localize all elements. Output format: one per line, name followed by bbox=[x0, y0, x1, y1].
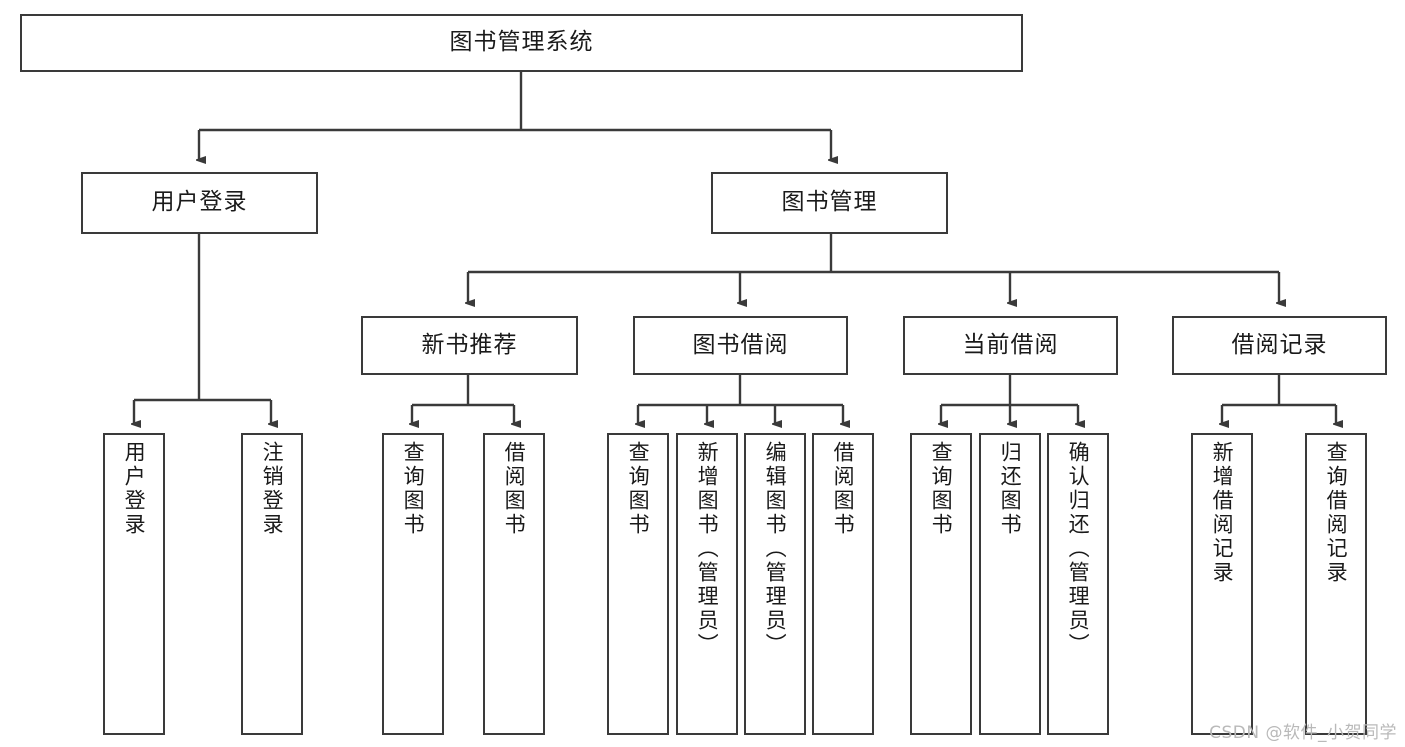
leaf-borrow-record-add[interactable]: 新增借阅记录 bbox=[1191, 433, 1253, 735]
node-book-borrow[interactable]: 图书借阅 bbox=[633, 316, 848, 375]
node-new-book-recommend-label: 新书推荐 bbox=[421, 331, 518, 358]
node-borrow-record-label: 借阅记录 bbox=[1231, 331, 1328, 358]
node-book-management-label: 图书管理 bbox=[781, 189, 878, 216]
leaf-label: 查询图书 bbox=[929, 441, 954, 537]
leaf-book-borrow-add[interactable]: 新增图书（管理员） bbox=[676, 433, 738, 735]
node-root[interactable]: 图书管理系统 bbox=[20, 14, 1023, 72]
leaf-new-book-query[interactable]: 查询图书 bbox=[382, 433, 444, 735]
leaf-book-borrow-query[interactable]: 查询图书 bbox=[607, 433, 669, 735]
leaf-current-borrow-query[interactable]: 查询图书 bbox=[910, 433, 972, 735]
node-book-borrow-label: 图书借阅 bbox=[692, 331, 789, 358]
leaf-user-login-logout[interactable]: 注销登录 bbox=[241, 433, 303, 735]
leaf-label: 新增借阅记录 bbox=[1210, 441, 1235, 585]
leaf-label: 查询借阅记录 bbox=[1324, 441, 1349, 585]
leaf-label: 用户登录 bbox=[122, 441, 147, 537]
leaf-label: 编辑图书（管理员） bbox=[763, 441, 788, 657]
leaf-label: 查询图书 bbox=[401, 441, 426, 537]
node-user-login[interactable]: 用户登录 bbox=[81, 172, 318, 234]
node-user-login-label: 用户登录 bbox=[151, 189, 248, 216]
node-root-label: 图书管理系统 bbox=[449, 29, 594, 56]
leaf-current-borrow-confirm-return[interactable]: 确认归还（管理员） bbox=[1047, 433, 1109, 735]
leaf-user-login-login[interactable]: 用户登录 bbox=[103, 433, 165, 735]
leaf-label: 归还图书 bbox=[998, 441, 1023, 537]
node-borrow-record[interactable]: 借阅记录 bbox=[1172, 316, 1387, 375]
leaf-label: 借阅图书 bbox=[502, 441, 527, 537]
node-current-borrow-label: 当前借阅 bbox=[962, 331, 1059, 358]
leaf-book-borrow-borrow[interactable]: 借阅图书 bbox=[812, 433, 874, 735]
node-book-management[interactable]: 图书管理 bbox=[711, 172, 948, 234]
node-new-book-recommend[interactable]: 新书推荐 bbox=[361, 316, 578, 375]
leaf-borrow-record-query[interactable]: 查询借阅记录 bbox=[1305, 433, 1367, 735]
watermark: CSDN @软件_小贺同学 bbox=[1209, 723, 1397, 743]
leaf-label: 借阅图书 bbox=[831, 441, 856, 537]
leaf-label: 新增图书（管理员） bbox=[695, 441, 720, 657]
leaf-current-borrow-return[interactable]: 归还图书 bbox=[979, 433, 1041, 735]
leaf-label: 注销登录 bbox=[260, 441, 285, 537]
node-current-borrow[interactable]: 当前借阅 bbox=[903, 316, 1118, 375]
leaf-label: 确认归还（管理员） bbox=[1066, 441, 1091, 657]
leaf-book-borrow-edit[interactable]: 编辑图书（管理员） bbox=[744, 433, 806, 735]
leaf-label: 查询图书 bbox=[626, 441, 651, 537]
leaf-new-book-borrow[interactable]: 借阅图书 bbox=[483, 433, 545, 735]
